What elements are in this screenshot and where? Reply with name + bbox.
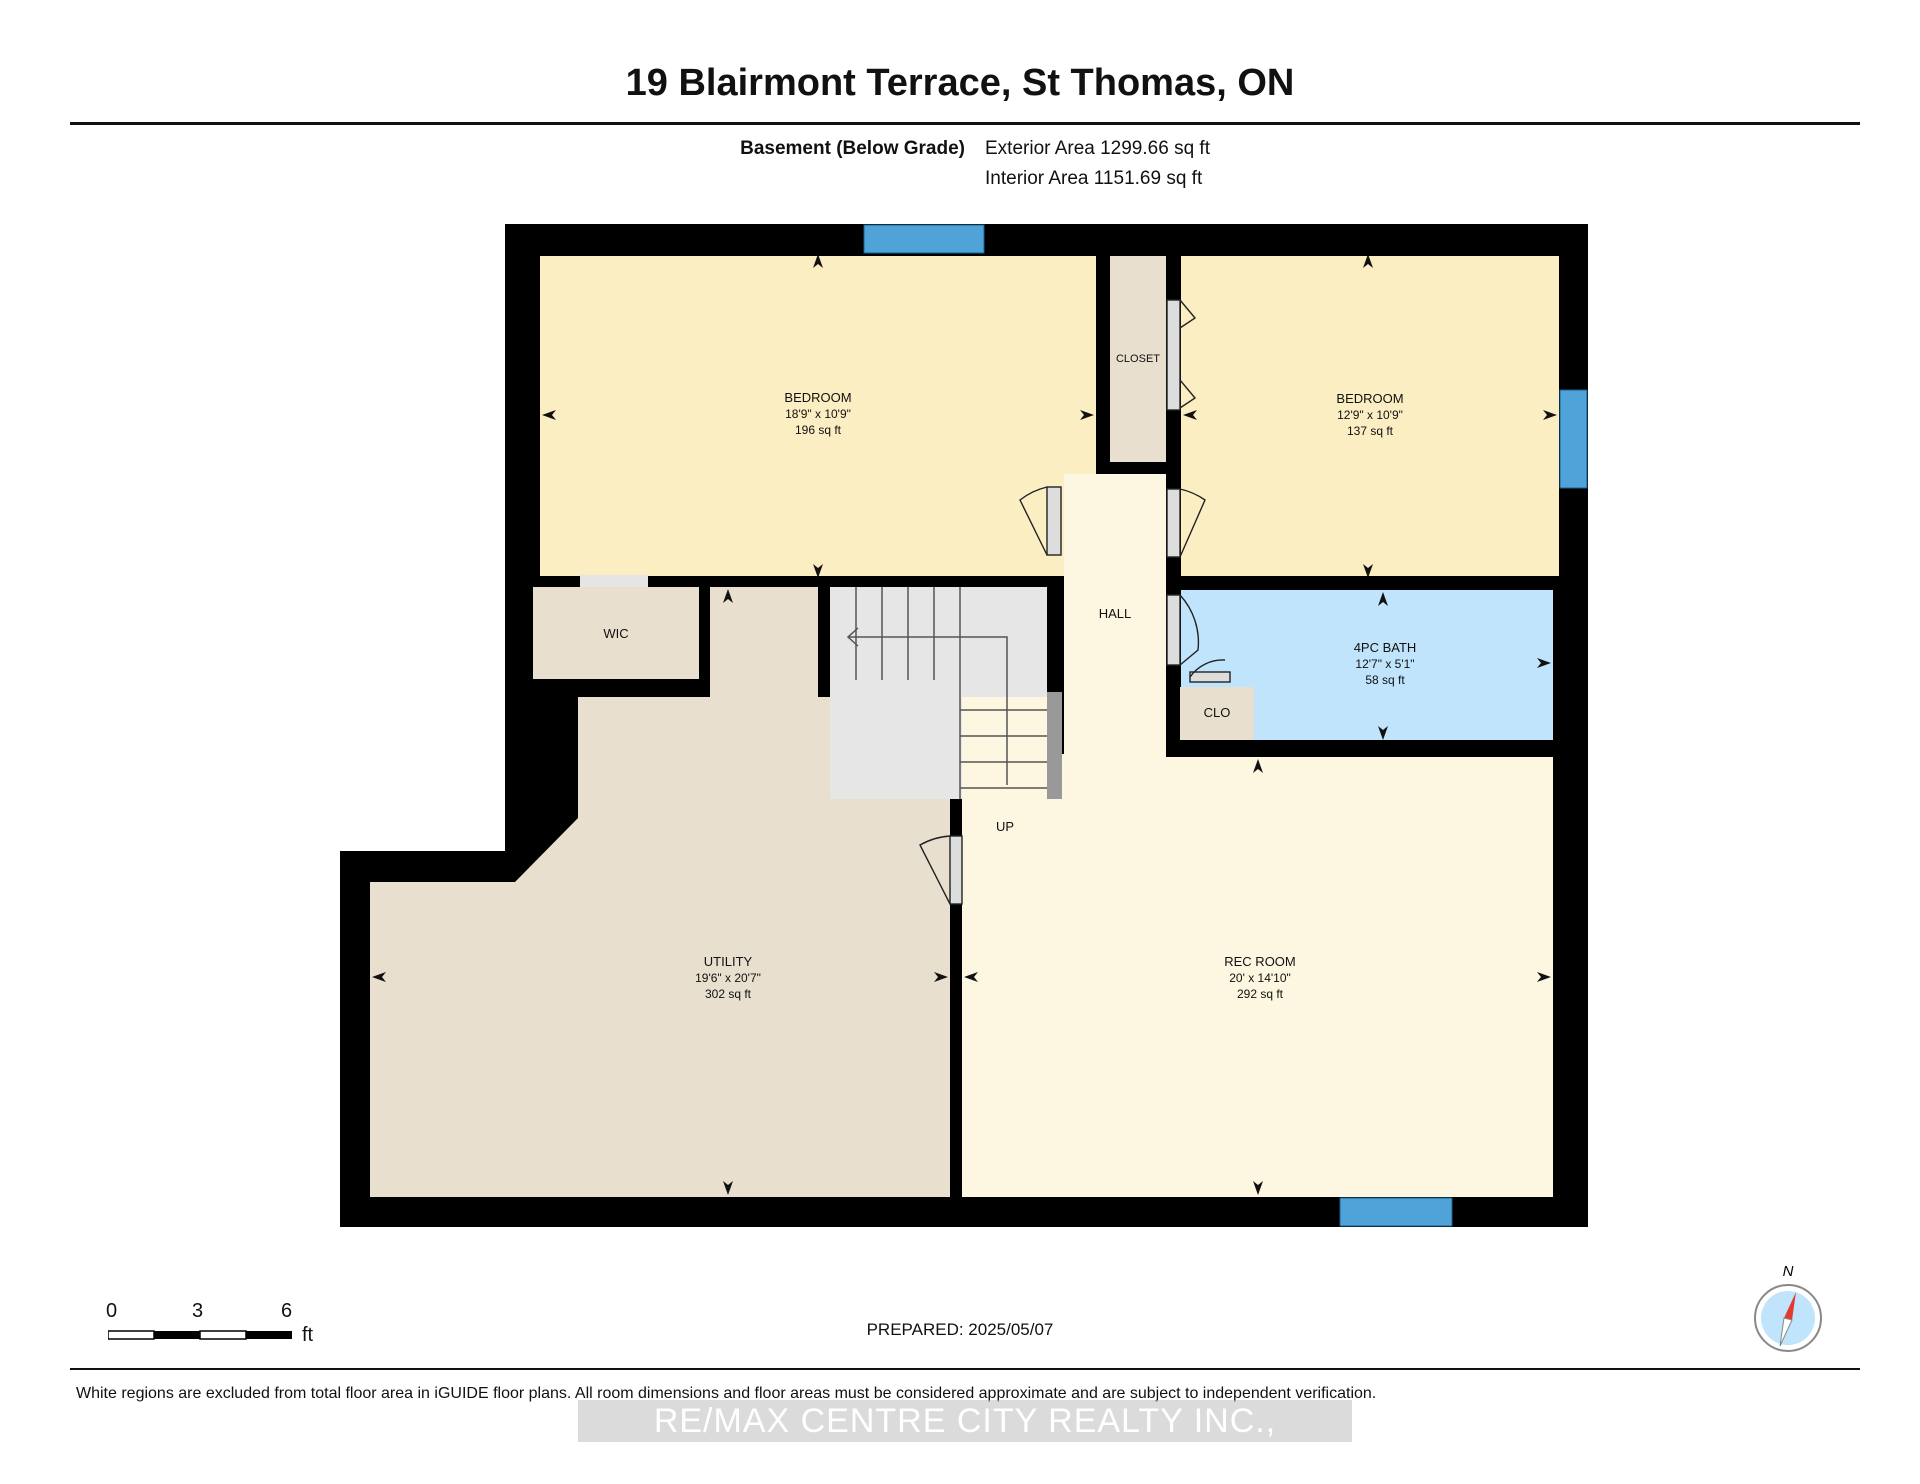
bath-area: 58 sq ft — [1365, 673, 1405, 687]
bedroom-1-dims: 18'9" x 10'9" — [785, 407, 851, 421]
room-utility[interactable] — [370, 587, 950, 1197]
bedroom-2-dims: 12'9" x 10'9" — [1337, 408, 1403, 422]
compass-north-label: N — [1783, 1263, 1794, 1280]
room-closet[interactable] — [1110, 256, 1166, 462]
brokerage-watermark: RE/MAX CENTRE CITY REALTY INC., Brokerag… — [578, 1400, 1352, 1482]
closet-name: CLOSET — [1116, 353, 1160, 365]
bedroom-1-area: 196 sq ft — [795, 423, 842, 437]
rec-room-dims: 20' x 14'10" — [1229, 971, 1291, 985]
utility-area: 302 sq ft — [705, 987, 752, 1001]
rec-room-name: REC ROOM — [1224, 954, 1296, 969]
scale-unit: ft — [302, 1324, 314, 1346]
wic-door-opening — [580, 575, 648, 587]
prepared-date: PREPARED: 2025/05/07 — [866, 1320, 1054, 1339]
doors — [919, 299, 1231, 905]
room-rec[interactable] — [962, 697, 1553, 1197]
interior-area: Interior Area 1151.69 sq ft — [985, 168, 1203, 189]
bath-dims: 12'7" x 5'1" — [1355, 657, 1414, 671]
page-title: 19 Blairmont Terrace, St Thomas, ON — [625, 62, 1295, 104]
scale-tick-0: 0 — [106, 1300, 118, 1322]
windows — [863, 224, 1588, 1227]
footer-disclaimer: White regions are excluded from total fl… — [76, 1385, 1377, 1402]
dimension-arrows — [372, 254, 1557, 1195]
hall-name: HALL — [1099, 606, 1132, 621]
utility-dims: 19'6" x 20'7" — [695, 971, 761, 985]
room-bedroom-1[interactable] — [540, 256, 1096, 576]
stair-rail — [1047, 692, 1062, 799]
bedroom-2-name: BEDROOM — [1336, 391, 1403, 406]
level-label: Basement (Below Grade) — [740, 138, 965, 159]
bath-name: 4PC BATH — [1354, 640, 1417, 655]
bedroom-1-name: BEDROOM — [784, 390, 851, 405]
compass-icon: N — [1754, 1263, 1822, 1352]
wic-name: WIC — [603, 626, 628, 641]
room-hall[interactable] — [1064, 474, 1166, 754]
exterior-area: Exterior Area 1299.66 sq ft — [985, 138, 1210, 159]
compass: N — [1740, 1262, 1840, 1377]
scale-bar-graphic — [108, 1330, 292, 1340]
stair-treads — [846, 587, 1047, 799]
room-clo[interactable] — [1180, 687, 1254, 740]
scale-tick-6: 6 — [281, 1300, 293, 1322]
header-divider — [70, 122, 1860, 125]
rec-room-area: 292 sq ft — [1237, 987, 1284, 1001]
stairs-up-label: UP — [996, 819, 1014, 834]
room-bedroom-2[interactable] — [1181, 256, 1559, 576]
clo-name: CLO — [1204, 705, 1231, 720]
utility-name: UTILITY — [704, 954, 753, 969]
scale-tick-mid: 3 — [192, 1300, 204, 1322]
footer-divider — [70, 1368, 1860, 1370]
bedroom-2-area: 137 sq ft — [1347, 424, 1394, 438]
room-wic[interactable] — [533, 587, 699, 679]
